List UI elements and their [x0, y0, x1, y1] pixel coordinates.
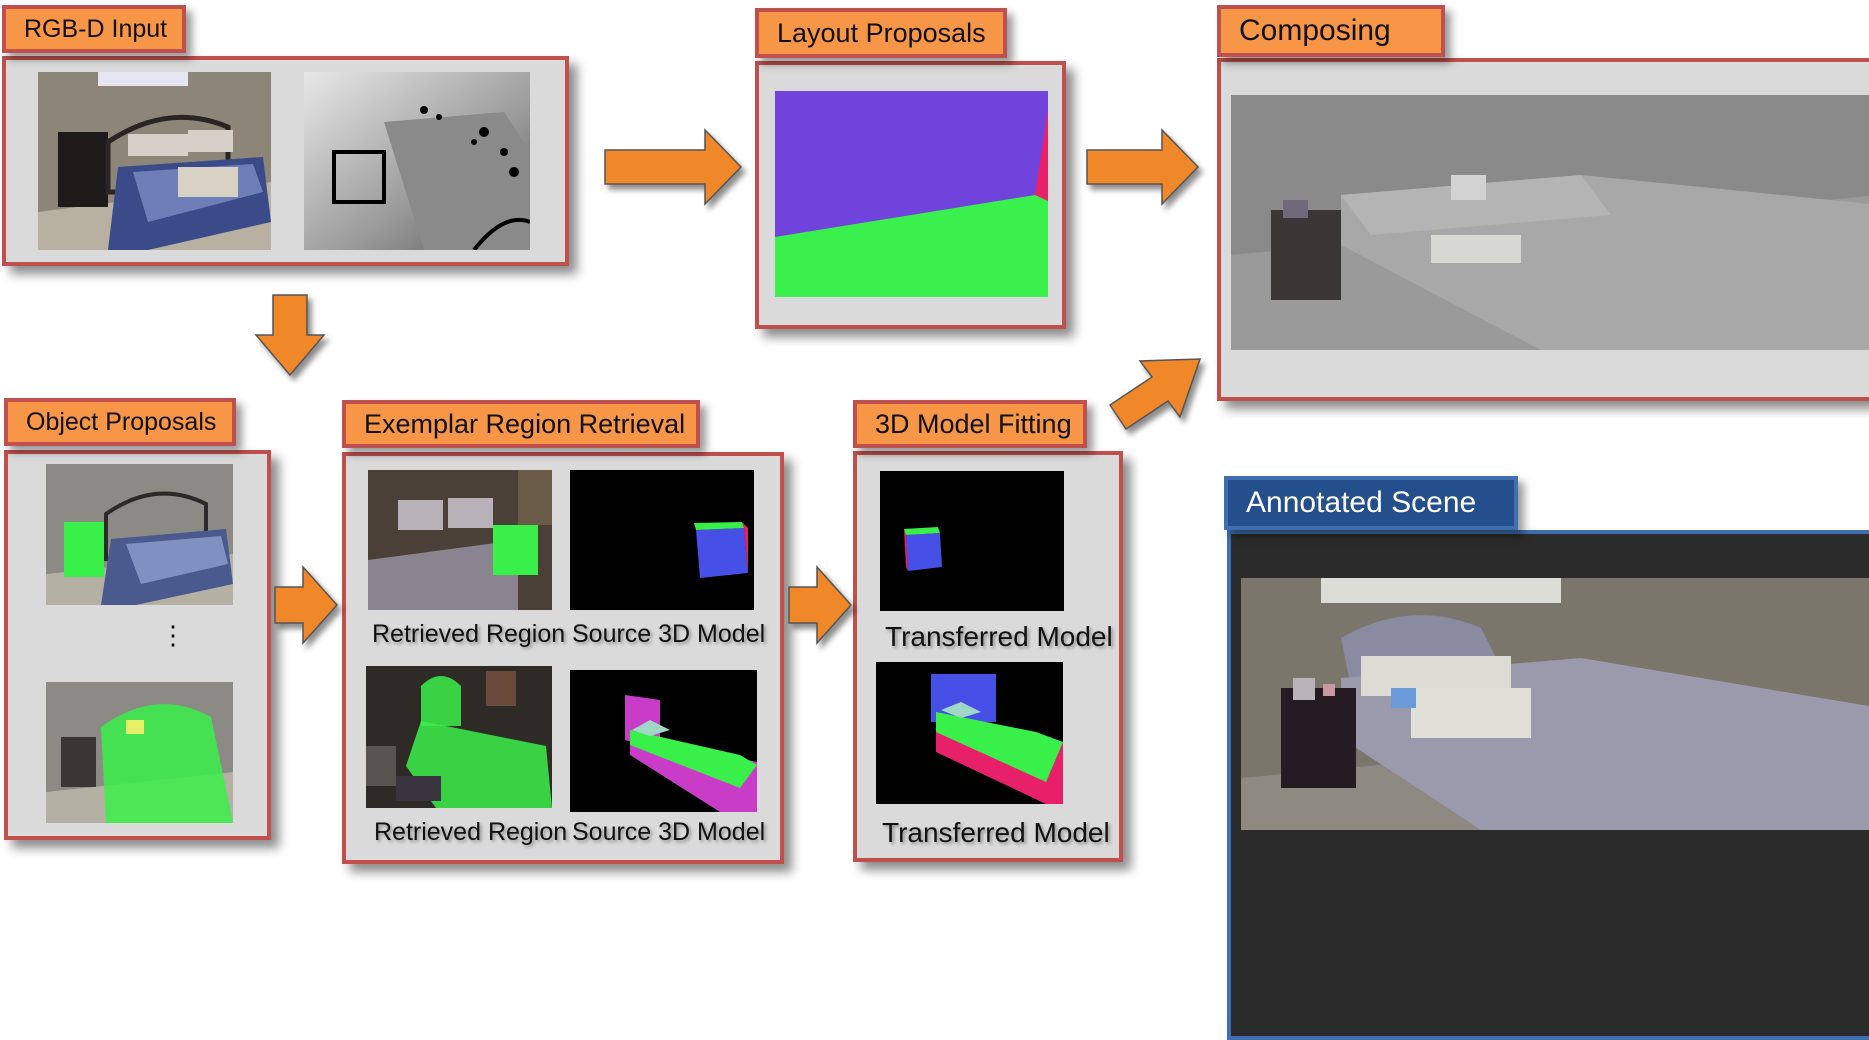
- source-model-image-2: [570, 670, 757, 812]
- composing-panel: [1217, 58, 1869, 401]
- rgbd-input-panel: [2, 56, 569, 266]
- composed-scene-render: [1231, 95, 1869, 350]
- rgb-bedroom-photo: [38, 72, 271, 250]
- layout-proposal-image: [775, 91, 1048, 297]
- retrieved-region-image-1: [368, 470, 552, 610]
- retrieved-region-image-2: [366, 666, 552, 808]
- object-proposals-title: Object Proposals: [26, 407, 217, 436]
- model-fitting-panel: Transferred Model Transferred Model: [853, 451, 1123, 862]
- annotated-scene-title: Annotated Scene: [1246, 486, 1477, 519]
- depth-map: [304, 72, 530, 250]
- composing-tab: Composing: [1217, 5, 1445, 57]
- rgbd-input-tab: RGB-D Input: [2, 5, 186, 53]
- arrow-input-to-objects: [254, 293, 326, 377]
- source-model-caption-1: Source 3D Model: [572, 620, 766, 648]
- transferred-model-caption-1: Transferred Model: [885, 621, 1113, 652]
- rgbd-input-title: RGB-D Input: [24, 14, 168, 43]
- object-proposal-image-1: [46, 464, 233, 605]
- model-fitting-tab: 3D Model Fitting: [853, 400, 1087, 448]
- arrow-retrieval-to-fitting: [787, 565, 853, 645]
- annotated-scene-panel: [1227, 530, 1869, 1040]
- object-proposal-image-2: [46, 682, 233, 823]
- exemplar-retrieval-panel: Retrieved Region Source 3D Model Retriev…: [342, 452, 784, 864]
- exemplar-retrieval-title: Exemplar Region Retrieval: [364, 408, 686, 439]
- transferred-model-caption-2: Transferred Model: [882, 817, 1110, 848]
- source-model-image-1: [570, 470, 754, 610]
- layout-proposals-tab: Layout Proposals: [755, 8, 1007, 58]
- transferred-model-image-2: [876, 662, 1063, 804]
- composing-title: Composing: [1239, 14, 1391, 47]
- object-proposals-tab: Object Proposals: [4, 398, 236, 446]
- transferred-model-image-1: [880, 471, 1064, 611]
- ellipsis-mark: ⋮: [160, 620, 186, 650]
- source-model-caption-2: Source 3D Model: [572, 818, 766, 846]
- annotated-scene-render: [1241, 578, 1869, 830]
- annotated-scene-tab: Annotated Scene: [1224, 476, 1518, 530]
- layout-proposals-panel: [755, 61, 1066, 329]
- model-fitting-title: 3D Model Fitting: [875, 408, 1072, 439]
- retrieved-region-caption-2: Retrieved Region: [374, 818, 568, 846]
- arrow-layout-to-composing: [1085, 128, 1200, 206]
- arrow-objects-to-retrieval: [273, 565, 339, 645]
- layout-proposals-title: Layout Proposals: [777, 17, 986, 48]
- retrieved-region-caption-1: Retrieved Region: [372, 620, 566, 648]
- object-proposals-panel: ⋮: [4, 450, 271, 840]
- exemplar-retrieval-tab: Exemplar Region Retrieval: [342, 400, 700, 448]
- arrow-fitting-to-composing: [1108, 355, 1202, 439]
- arrow-input-to-layout: [603, 128, 743, 206]
